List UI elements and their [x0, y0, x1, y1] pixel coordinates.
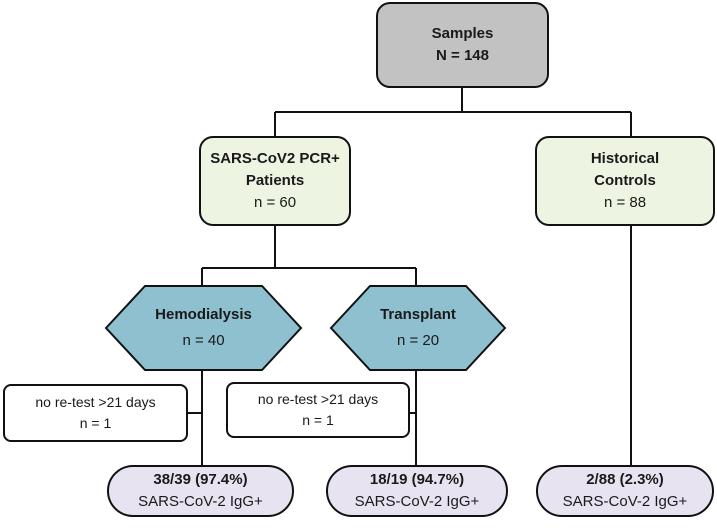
historical-controls-node: Historical Controls n = 88: [535, 136, 715, 226]
exclusion-mid-text: no re-test >21 days: [257, 391, 379, 407]
transplant-count: n = 20: [396, 332, 440, 349]
pcr-patients-line1: SARS-CoV2 PCR+: [210, 150, 340, 167]
exclusion-left-text: no re-test >21 days: [35, 394, 156, 410]
exclusion-left-node: no re-test >21 days n = 1: [3, 384, 188, 442]
result-transplant-label: SARS-CoV-2 IgG+: [354, 493, 480, 510]
hemodialysis-title: Hemodialysis: [155, 306, 252, 323]
historical-controls-count: n = 88: [603, 194, 647, 211]
result-transplant-node: 18/19 (94.7%) SARS-CoV-2 IgG+: [326, 465, 508, 517]
pcr-patients-count: n = 60: [253, 194, 297, 211]
samples-title: Samples: [431, 25, 494, 42]
result-hemodialysis-node: 38/39 (97.4%) SARS-CoV-2 IgG+: [107, 465, 294, 517]
transplant-label: Transplant n = 20: [331, 286, 505, 370]
hemodialysis-hexagon: [104, 285, 303, 371]
pcr-patients-line2: Patients: [245, 172, 305, 189]
exclusion-left-count: n = 1: [79, 415, 112, 431]
historical-controls-line2: Controls: [594, 172, 656, 189]
exclusion-mid-node: no re-test >21 days n = 1: [226, 382, 410, 438]
result-controls-value: 2/88 (2.3%): [586, 471, 664, 488]
hemodialysis-label: Hemodialysis n = 40: [106, 286, 301, 370]
hemodialysis-count: n = 40: [182, 332, 225, 349]
exclusion-mid-count: n = 1: [302, 412, 334, 428]
historical-controls-line1: Historical: [590, 150, 660, 167]
result-hemodialysis-label: SARS-CoV-2 IgG+: [138, 493, 263, 510]
pcr-patients-node: SARS-CoV2 PCR+ Patients n = 60: [199, 136, 351, 226]
samples-count: N = 148: [436, 47, 489, 64]
samples-node: Samples N = 148: [376, 2, 549, 88]
transplant-hexagon: [329, 285, 507, 371]
result-transplant-value: 18/19 (94.7%): [369, 471, 465, 488]
result-hemodialysis-value: 38/39 (97.4%): [153, 471, 248, 488]
result-controls-node: 2/88 (2.3%) SARS-CoV-2 IgG+: [536, 465, 714, 517]
result-controls-label: SARS-CoV-2 IgG+: [562, 493, 688, 510]
transplant-title: Transplant: [380, 306, 456, 323]
